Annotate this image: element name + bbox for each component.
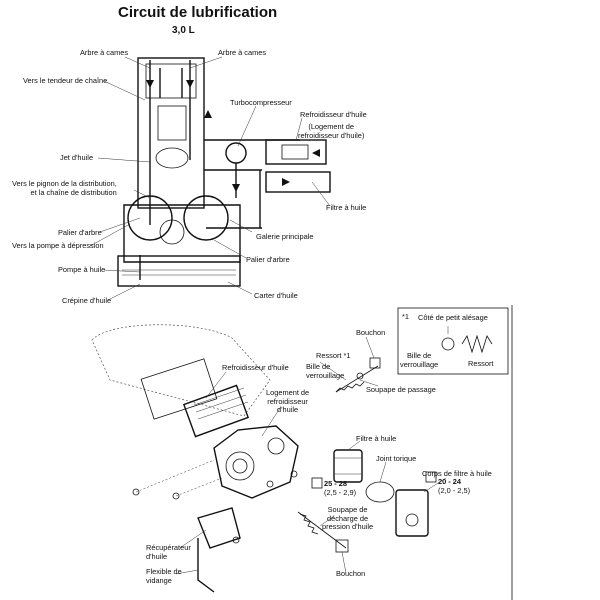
torque-alt-1: (2,5 - 2,9) bbox=[324, 488, 357, 497]
label-camshaft-right: Arbre à cames bbox=[218, 48, 267, 57]
page-title: Circuit de lubrification bbox=[118, 4, 278, 21]
label-chain-tensioner: Vers le tendeur de chaîne bbox=[23, 76, 108, 85]
label-timing-gear: Vers le pignon de la distribution, et la… bbox=[12, 179, 117, 197]
bolt-icon bbox=[172, 492, 180, 500]
arrow-icon bbox=[146, 80, 154, 88]
label-camshaft-left: Arbre à cames bbox=[80, 48, 129, 57]
label-filter-body: Corps de filtre à huile bbox=[422, 469, 492, 478]
oil-collector-icon bbox=[197, 507, 241, 549]
bypass-spring-icon bbox=[335, 381, 365, 393]
oil-filter-block bbox=[265, 171, 331, 193]
label-spring-detail: Ressort bbox=[468, 359, 494, 368]
cooler-gasket bbox=[140, 358, 218, 420]
camshaft-housing bbox=[145, 63, 197, 99]
filter-body-icon bbox=[395, 489, 429, 537]
engine-block-outline bbox=[91, 324, 271, 417]
label-locking-ball: Bille de verrouillage bbox=[306, 362, 345, 380]
arrow-icon bbox=[204, 110, 212, 118]
cylinder-head-outline bbox=[137, 57, 205, 209]
label-o-ring: Joint torique bbox=[376, 454, 417, 463]
cooler-housing-icon bbox=[213, 425, 299, 499]
label-plug-bottom: Bouchon bbox=[336, 569, 366, 578]
label-oil-jet: Jet d'huile bbox=[60, 153, 94, 162]
label-oil-filter: Filtre à huile bbox=[356, 434, 397, 443]
arrow-icon bbox=[232, 184, 240, 192]
label-relief-valve: Soupape de décharge de pression d'huile bbox=[322, 505, 374, 532]
o-ring-icon bbox=[365, 481, 395, 503]
torque-wrench-icon bbox=[425, 471, 437, 483]
label-bypass-valve: Soupape de passage bbox=[366, 385, 436, 394]
relief-spring-icon bbox=[299, 513, 319, 535]
arrow-icon bbox=[312, 149, 320, 157]
label-cooler-housing-top: (Logement de refroidisseur d'huile) bbox=[298, 122, 365, 140]
bolt-icon bbox=[132, 488, 140, 496]
bolt-icon bbox=[266, 480, 274, 488]
label-spring-ref: Ressort *1 bbox=[316, 351, 351, 360]
label-small-bore-side: Côté de petit alésage bbox=[418, 313, 488, 322]
torque-value-1: 25 - 28 bbox=[324, 479, 348, 488]
label-oil-collector: Récupérateur d'huile bbox=[146, 543, 191, 561]
arrow-icon bbox=[186, 80, 194, 88]
oil-filter-icon bbox=[333, 449, 363, 483]
detail-box bbox=[397, 307, 509, 375]
torque-alt-2: (2,0 - 2,5) bbox=[438, 486, 471, 495]
plug-top-icon bbox=[369, 357, 381, 369]
piston bbox=[157, 105, 187, 141]
piston-rod bbox=[155, 147, 189, 169]
label-plug-top: Bouchon bbox=[356, 328, 386, 337]
label-oil-strainer: Crépine d'huile bbox=[62, 296, 112, 305]
oil-cooler-icon bbox=[182, 384, 250, 438]
shaft-left bbox=[127, 195, 173, 241]
label-locking-ball-detail: Bille de verrouillage bbox=[400, 351, 439, 369]
oil-pump-gear bbox=[159, 219, 185, 245]
label-drain-hose: Flexible de vidange bbox=[146, 567, 182, 585]
page-subtitle: 3,0 L bbox=[172, 25, 195, 36]
label-turbo: Turbocompresseur bbox=[230, 98, 292, 107]
label-oil-pan: Carter d'huile bbox=[254, 291, 298, 300]
label-vacuum-pump: Vers la pompe à dépression bbox=[12, 241, 104, 250]
label-shaft-bearing-right: Palier d'arbre bbox=[246, 255, 290, 264]
bolt-icon bbox=[232, 536, 240, 544]
spring-detail-icon bbox=[461, 334, 493, 354]
label-main-gallery: Galerie principale bbox=[256, 232, 314, 241]
label-oil-pump: Pompe à huile bbox=[58, 265, 106, 274]
label-shaft-bearing-left: Palier d'arbre bbox=[58, 228, 102, 237]
label-oil-filter-top: Filtre à huile bbox=[326, 203, 367, 212]
shaft-right bbox=[183, 195, 229, 241]
ball-detail-icon bbox=[441, 337, 455, 351]
torque-wrench-icon bbox=[311, 477, 323, 489]
label-cooler-housing: Logement de refroidisseur d'huile bbox=[266, 388, 310, 415]
bolt-icon bbox=[290, 470, 298, 478]
arrow-icon bbox=[282, 178, 290, 186]
label-oil-cooler: Refroidisseur d'huile bbox=[222, 363, 289, 372]
torque-value-2: 20 - 24 bbox=[438, 477, 462, 486]
label-oil-cooler-top: Refroidisseur d'huile bbox=[300, 110, 367, 119]
drain-hose-icon bbox=[197, 538, 215, 593]
note-marker: *1 bbox=[402, 312, 409, 321]
